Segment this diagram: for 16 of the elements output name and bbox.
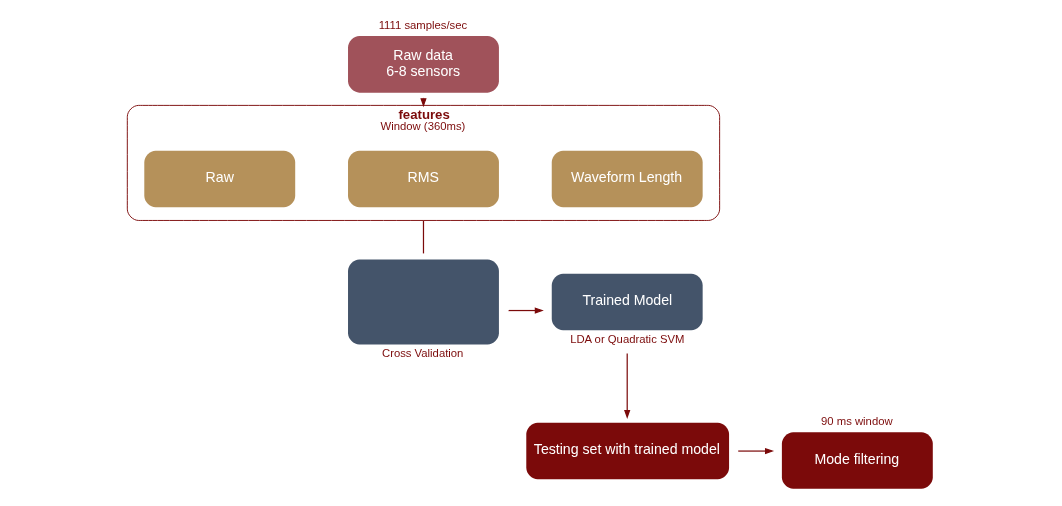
arrow	[737, 447, 775, 455]
node-label: 90 ms window	[821, 415, 893, 428]
node-box: Mode filtering	[781, 432, 933, 489]
node-box: Raw data 6-8 sensors	[348, 36, 499, 93]
node-box: Trained Model	[551, 273, 703, 331]
connector	[422, 219, 425, 255]
arrow	[508, 307, 544, 314]
node-box: Waveform Length	[551, 150, 703, 208]
node-label: Cross Validation	[381, 347, 464, 360]
node-label: 1111 samples/sec	[378, 19, 468, 32]
arrow	[624, 352, 631, 419]
node-box	[348, 259, 499, 345]
node-box: RMS	[348, 150, 499, 208]
node-box: Raw	[144, 150, 296, 208]
node-box: Testing set with trained model	[526, 422, 730, 480]
node-label: LDA or Quadratic SVM	[570, 333, 685, 346]
